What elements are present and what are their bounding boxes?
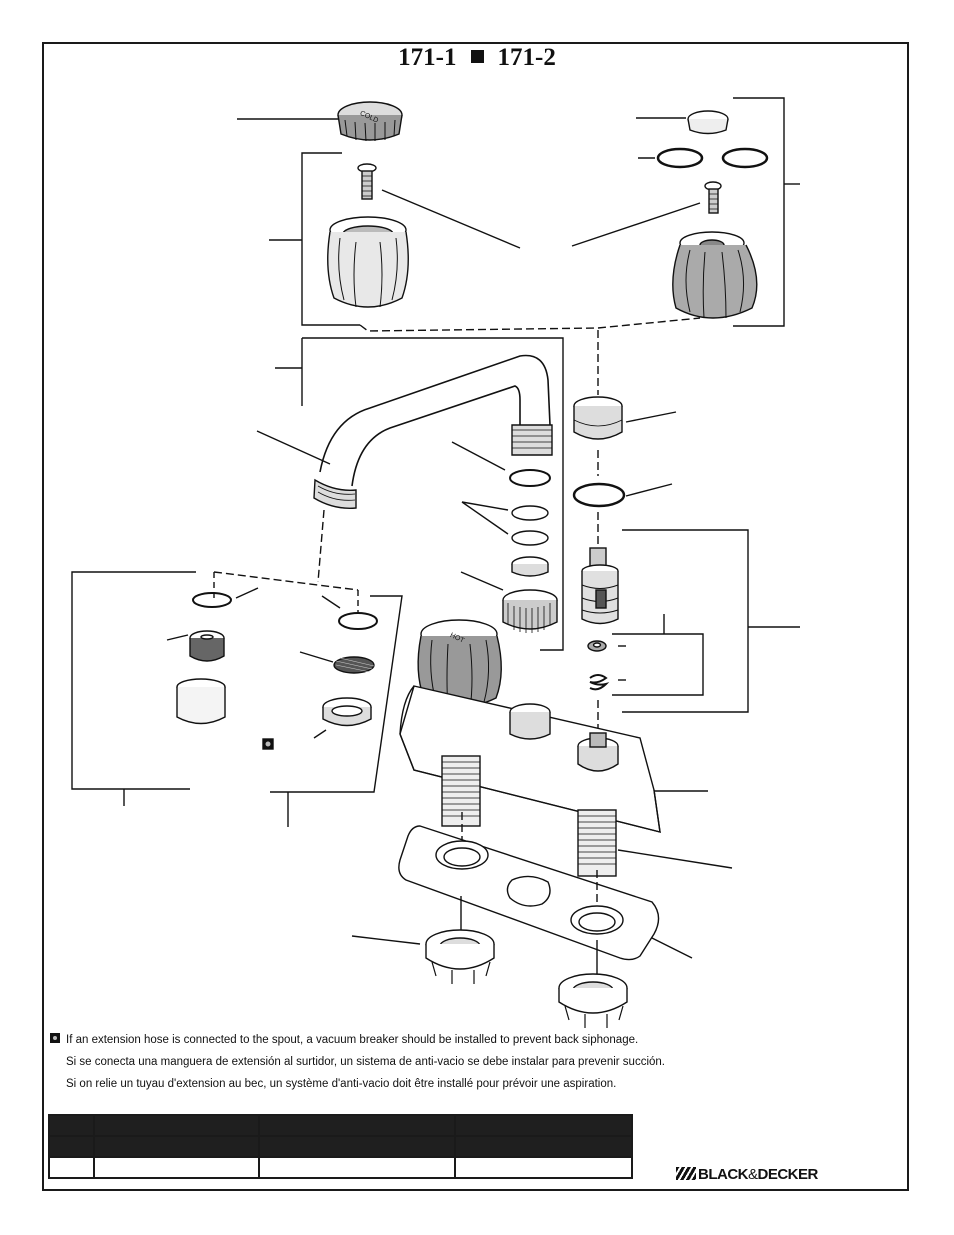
- note-text: Si on relie un tuyau d'extension au bec,…: [66, 1078, 617, 1090]
- bracket-right-handle: [733, 97, 785, 327]
- adapter-washer: [338, 612, 378, 630]
- leader-o-ring-a: [461, 501, 509, 511]
- aerator-body: [176, 678, 226, 725]
- spout-o-ring-2: [511, 530, 549, 546]
- bracket-left-handle: [301, 152, 360, 326]
- handle-screw-right: [704, 181, 722, 214]
- table-cell: [92, 1156, 261, 1179]
- leader-screws: [381, 189, 521, 249]
- table-cell: [258, 1114, 456, 1137]
- brand-name-left: BLACK: [698, 1166, 749, 1183]
- brand-hatch-icon: [676, 1167, 696, 1180]
- cartridge-spring: [589, 674, 610, 691]
- table-cell: [453, 1114, 634, 1137]
- spout-washer-1: [509, 469, 551, 487]
- coupling-nut-right: [558, 973, 628, 1028]
- leader-spout-washer: [451, 441, 506, 471]
- leader-aerator-washer: [235, 587, 259, 599]
- spout-inlet: [509, 703, 551, 740]
- table-cell: [453, 1156, 634, 1179]
- table-cell: [453, 1135, 634, 1158]
- hose-adapter: [322, 697, 372, 727]
- cold-handle-knob: [327, 216, 409, 308]
- bracket-seat-spring: [612, 633, 704, 696]
- note-english: If an extension hose is connected to the…: [50, 1029, 665, 1051]
- coupling-nut-left: [425, 929, 495, 984]
- bracket-aerator-left: [71, 571, 196, 790]
- model-number-b: 171-2: [497, 44, 556, 71]
- leader-aerator-insert: [166, 634, 189, 641]
- bracket-aerator-right: [270, 595, 403, 793]
- leader-gasket: [651, 937, 693, 959]
- base-gasket: [398, 825, 660, 961]
- note-spanish: Si se conecta una manguera de extensión …: [50, 1051, 665, 1073]
- model-number-a: 171-1: [398, 44, 457, 71]
- parts-table: [48, 1114, 634, 1179]
- table-header-row: [48, 1114, 634, 1137]
- brand-ampersand: &: [748, 1166, 758, 1183]
- spout: [313, 354, 553, 509]
- leader-spout-nut: [460, 571, 504, 591]
- spout-o-ring-1: [511, 505, 549, 521]
- leader-o-ring-b: [461, 501, 509, 535]
- spout-washer-2: [511, 556, 549, 577]
- o-ring-right: [721, 147, 769, 169]
- table-cell: [48, 1156, 95, 1179]
- table-cell: [48, 1114, 95, 1137]
- valve-cartridge: [581, 547, 619, 625]
- table-row: [48, 1156, 634, 1179]
- cartridge-seat: [587, 640, 607, 652]
- vacuum-breaker-icon: [50, 1033, 60, 1043]
- table-cell: [258, 1156, 456, 1179]
- centerline-spout: [317, 509, 325, 583]
- notes-block: If an extension hose is connected to the…: [50, 1029, 665, 1095]
- cold-handle-cap: COLD: [337, 101, 403, 142]
- bonnet-o-ring: [572, 482, 626, 508]
- leader-adapter-washer: [321, 595, 341, 609]
- index-button: [687, 110, 729, 135]
- aerator-washer: [192, 592, 232, 608]
- leader-aerator-screen: [299, 651, 334, 663]
- brand-logo: BLACK&DECKER: [676, 1166, 818, 1183]
- bonnet-nut: [573, 396, 623, 440]
- note-text: Si se conecta una manguera de extensión …: [66, 1056, 665, 1068]
- centerline-handles: [359, 317, 701, 332]
- hot-handle-knob-right: [672, 231, 758, 319]
- table-cell: [92, 1114, 261, 1137]
- table-subheader-row: [48, 1135, 634, 1158]
- diagram-title: 171-1 171-2: [0, 44, 954, 72]
- leader-screws-right: [571, 202, 701, 247]
- threaded-shank-right: [577, 809, 617, 877]
- bracket-cartridge: [622, 529, 749, 713]
- threaded-shank-left: [441, 755, 481, 827]
- handle-screw-left: [357, 163, 377, 200]
- note-text: If an extension hose is connected to the…: [66, 1034, 639, 1046]
- valve-seat-port: [577, 732, 619, 772]
- leader-coupling-nut: [351, 935, 421, 945]
- brand-name-right: DECKER: [757, 1166, 819, 1183]
- leader-bonnet-o-ring: [625, 483, 673, 497]
- note-french: Si on relie un tuyau d'extension au bec,…: [50, 1073, 665, 1095]
- square-bullet-icon: [470, 50, 484, 63]
- faucet-body: [399, 685, 661, 833]
- vacuum-breaker-note-icon: [262, 738, 274, 750]
- page-frame: [42, 42, 909, 1191]
- o-ring-left: [656, 147, 704, 169]
- table-cell: [258, 1135, 456, 1158]
- bracket-spout: [302, 337, 564, 651]
- leader-hose-adapter: [313, 729, 327, 739]
- aerator-insert: [189, 630, 225, 662]
- aerator-screen: [333, 656, 375, 674]
- table-cell: [92, 1135, 261, 1158]
- leader-shank: [617, 849, 733, 869]
- centerline-aerator: [213, 571, 359, 591]
- leader-bonnet-nut: [625, 411, 677, 423]
- table-cell: [48, 1135, 95, 1158]
- spout-nut: [502, 589, 558, 633]
- leader-spout: [256, 430, 331, 465]
